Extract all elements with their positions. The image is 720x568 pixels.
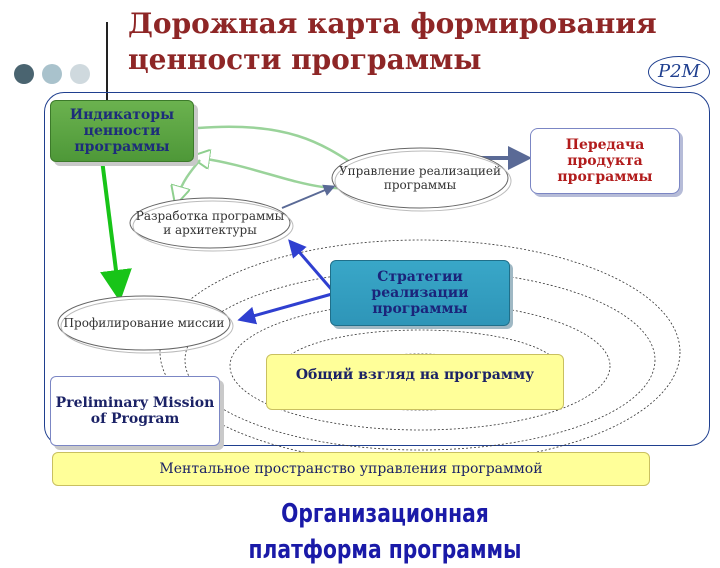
- page-title: Дорожная карта формирования ценности про…: [128, 7, 657, 76]
- development-ellipse-shadow: [132, 200, 294, 252]
- profiling-ellipse: [57, 295, 231, 351]
- strategies-box: Стратегии реализации программы: [330, 260, 510, 326]
- p2m-logo: P2M: [648, 56, 710, 88]
- profiling-label: Профилирование миссии: [63, 316, 225, 330]
- management-ellipse: [331, 147, 509, 209]
- indicators-box: Индикаторы ценности программы: [50, 100, 194, 162]
- strategies-to-profiling-arrow: [237, 292, 333, 325]
- strategies-to-dev-arrow: [288, 239, 334, 291]
- diagram-art: [57, 125, 681, 465]
- diagram-frame: [44, 92, 710, 446]
- footer-title: Организационная платформа программы: [248, 499, 522, 565]
- mental-space-box: Ментальное пространство управления прогр…: [52, 452, 650, 486]
- preliminary-mission-box: Preliminary Mission of Program: [50, 376, 220, 446]
- decor-dot-mid: [42, 64, 62, 84]
- profiling-ellipse-shadow: [60, 298, 234, 354]
- decor-dot-light: [70, 64, 90, 84]
- development-label: Разработка программы и архитектуры: [135, 209, 285, 237]
- transfer-box: Передача продукта программы: [530, 128, 680, 194]
- decor-dot-dark: [14, 64, 34, 84]
- development-ellipse: [129, 197, 291, 249]
- dev-to-management-arrow: [281, 184, 336, 209]
- general-view-box: Общий взгляд на программу: [266, 354, 564, 410]
- management-label: Управление реализацией программы: [339, 164, 501, 192]
- green-down-arrow: [98, 143, 132, 302]
- decor-vertical-line: [106, 22, 108, 102]
- management-ellipse-shadow: [334, 150, 512, 212]
